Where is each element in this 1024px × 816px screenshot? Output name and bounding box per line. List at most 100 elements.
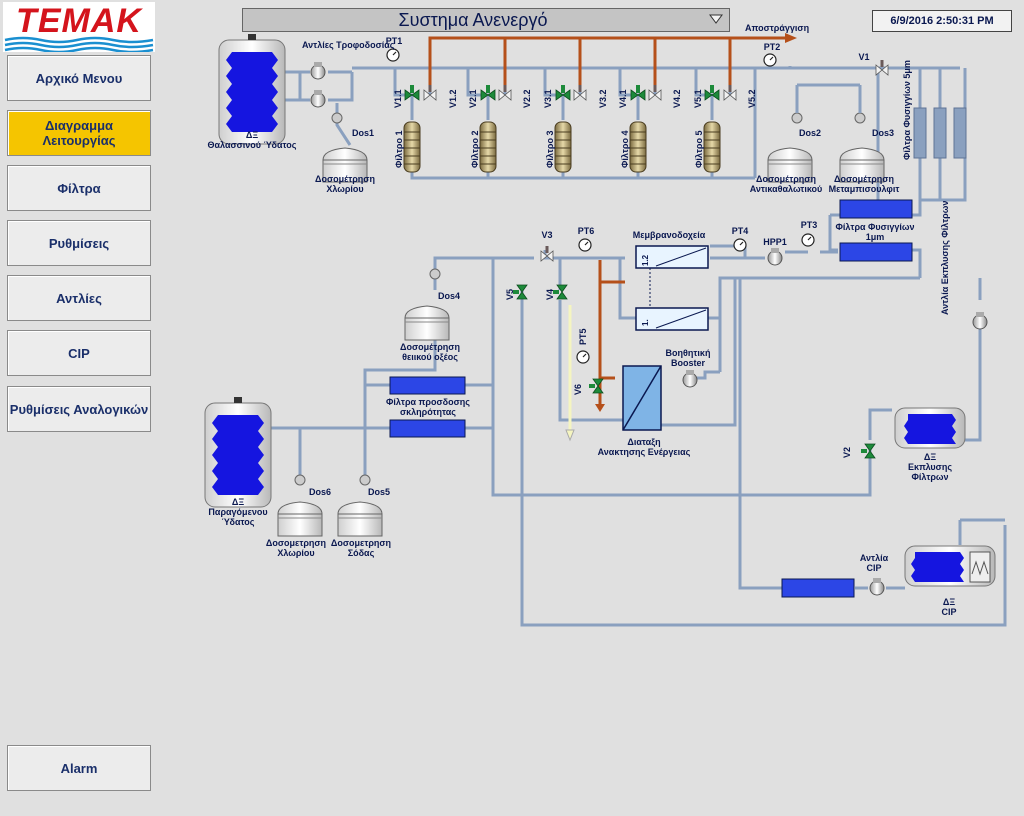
v4-label: V4 (545, 288, 555, 300)
filter-5-label: Φίλτρο 5 (694, 130, 704, 168)
flush-tank-label-2: Εκπλυσης (907, 462, 953, 472)
v1-label: V1 (858, 52, 870, 62)
membrane-bottom-label: 1. (641, 319, 650, 326)
cip-filter-icon (781, 578, 855, 598)
nav-home-button[interactable]: Αρχικό Μενου (7, 55, 151, 101)
cartridge-1um-label-1: Φίλτρα Φυσιγγίων (835, 222, 915, 232)
flush-tank-label-1: ΔΞ (923, 452, 937, 462)
pt1-label: PT1 (385, 36, 403, 46)
v12-label: V1.2 (448, 89, 458, 108)
seawater-tank-icon (218, 33, 286, 145)
dos6-dosing-icon[interactable] (277, 501, 323, 537)
dos6-desc-1: Δοσομετρηση (265, 538, 327, 548)
booster-label-1: Βοηθητική (665, 348, 711, 358)
dos1-desc-2: Χλωρίου (326, 184, 364, 194)
v2-valve-icon[interactable] (860, 443, 876, 459)
v5-valve-icon[interactable] (512, 284, 528, 300)
nav-filters-button[interactable]: Φίλτρα (7, 165, 151, 211)
cartridge-1um-label-2: 1μm (865, 232, 885, 242)
product-tank-label-1: ΔΞ (231, 497, 245, 507)
filter-4-label: Φίλτρο 4 (620, 130, 630, 168)
cip-tank-icon (904, 545, 996, 587)
dos3-desc-1: Δοσομέτρηση (834, 174, 894, 184)
pt6-gauge-icon (578, 238, 592, 252)
membrane-vessel-top-icon (635, 245, 709, 269)
v4-valve-icon[interactable] (552, 284, 568, 300)
dos5-desc-1: Δοσομετρηση (330, 538, 392, 548)
seawater-tank-label-2: Θαλασσινού Ύδατος (207, 140, 297, 150)
nav-pumps-button[interactable]: Αντλίες (7, 275, 151, 321)
erd-label-2: Ανακτησης Ενέργειας (597, 447, 691, 457)
dos4-dosing-icon[interactable] (404, 305, 450, 341)
cip-pump-label-1: Αντλία (859, 553, 889, 563)
flow-arrow-icon (565, 429, 575, 442)
erd-label-1: Διαταξη (627, 437, 661, 447)
drain-arrow-icon (785, 33, 797, 43)
sidebar: TEMAK Αρχικό Μενου Διαγραμμα Λειτουργίας… (0, 0, 160, 816)
filter-4-icon (629, 121, 647, 173)
filter-1-icon (403, 121, 421, 173)
logo-text: TEMAK (16, 2, 142, 40)
v11-label: V1.1 (393, 89, 403, 108)
dos3-desc-2: Μεταμπισουλφιτ (828, 184, 900, 194)
dos5-desc-2: Σόδας (347, 548, 375, 558)
nav-alarm-button[interactable]: Alarm (7, 745, 151, 791)
membrane-top-label: 1.2 (641, 254, 650, 266)
dos5-dosing-icon[interactable] (337, 501, 383, 537)
cartridge-5um-1-icon (913, 107, 927, 159)
dos2-label: Dos2 (798, 128, 821, 138)
hardness-filter-1-icon (389, 376, 466, 395)
v42-label: V4.2 (672, 89, 682, 108)
drain-arrow-icon (595, 404, 605, 412)
product-tank-icon (204, 396, 272, 508)
dos4-desc-2: θειικού οξέος (402, 352, 458, 362)
system-status-dropdown[interactable]: Συστημα Ανενεργό (242, 8, 730, 32)
drain-label: Αποστράγγιση (745, 23, 810, 33)
pt5-gauge-icon (576, 350, 590, 364)
drain-pipes (428, 36, 790, 405)
feed-pump-1-icon[interactable] (310, 61, 326, 80)
pt6-label: PT6 (577, 226, 595, 236)
flush-pump-icon[interactable] (972, 311, 988, 330)
product-tank-label-2: Παραγόμενου (208, 507, 268, 517)
membrane-vessel-bottom-icon (635, 307, 709, 331)
filter-3-label: Φίλτρο 3 (545, 130, 555, 168)
v41-label: V4.1 (618, 89, 628, 108)
dos6-desc-2: Χλωρίου (277, 548, 315, 558)
v5-label: V5 (505, 288, 515, 300)
cip-pump-label-2: CIP (866, 563, 882, 573)
nav-cip-button[interactable]: CIP (7, 330, 151, 376)
v51-label: V5.1 (693, 89, 703, 108)
flush-pump-label: Αντλία Εκπλυσης Φίλτρων (940, 200, 950, 315)
seawater-tank-label-1: ΔΞ (245, 130, 259, 140)
hardness-label-1: Φίλτρα προσδοσης (386, 397, 470, 407)
filter-2-icon (479, 121, 497, 173)
cip-pump-icon[interactable] (869, 577, 885, 596)
v31-label: V3.1 (543, 89, 553, 108)
datetime-display: 6/9/2016 2:50:31 PM (872, 10, 1012, 32)
cartridge-5um-label: Φίλτρα Φυσιγγίων 5μm (902, 60, 912, 160)
pt4-label: PT4 (731, 226, 749, 236)
pt1-gauge-icon (386, 48, 400, 62)
cartridge-1um-1-icon (839, 199, 913, 219)
hardness-label-2: σκληρότητας (400, 407, 456, 417)
cartridge-5um-3-icon (953, 107, 967, 159)
hardness-filter-2-icon (389, 419, 466, 438)
nav-settings-button[interactable]: Ρυθμίσεις (7, 220, 151, 266)
feed-pump-2-icon[interactable] (310, 89, 326, 108)
v2-label: V2 (842, 446, 852, 458)
dos1-desc-1: Δοσομέτρηση (315, 174, 375, 184)
logo-waves-icon (4, 36, 154, 52)
filter-1-label: Φίλτρο 1 (394, 130, 404, 168)
nav-analog-settings-button[interactable]: Ρυθμίσεις Αναλογικών (7, 386, 151, 432)
v6-label: V6 (573, 383, 583, 395)
pt4-gauge-icon (733, 238, 747, 252)
system-status-text: Συστημα Ανενεργό (398, 10, 548, 30)
feed-pumps-label: Αντλίες Τροφοδοσίας (302, 40, 395, 50)
nav-diagram-button[interactable]: Διαγραμμα Λειτουργίας (7, 110, 151, 156)
pt3-label: PT3 (800, 220, 818, 230)
flush-tank-label-3: Φίλτρων (911, 472, 949, 482)
booster-pump-icon[interactable] (682, 369, 698, 388)
hpp1-pump-icon[interactable] (767, 247, 783, 266)
